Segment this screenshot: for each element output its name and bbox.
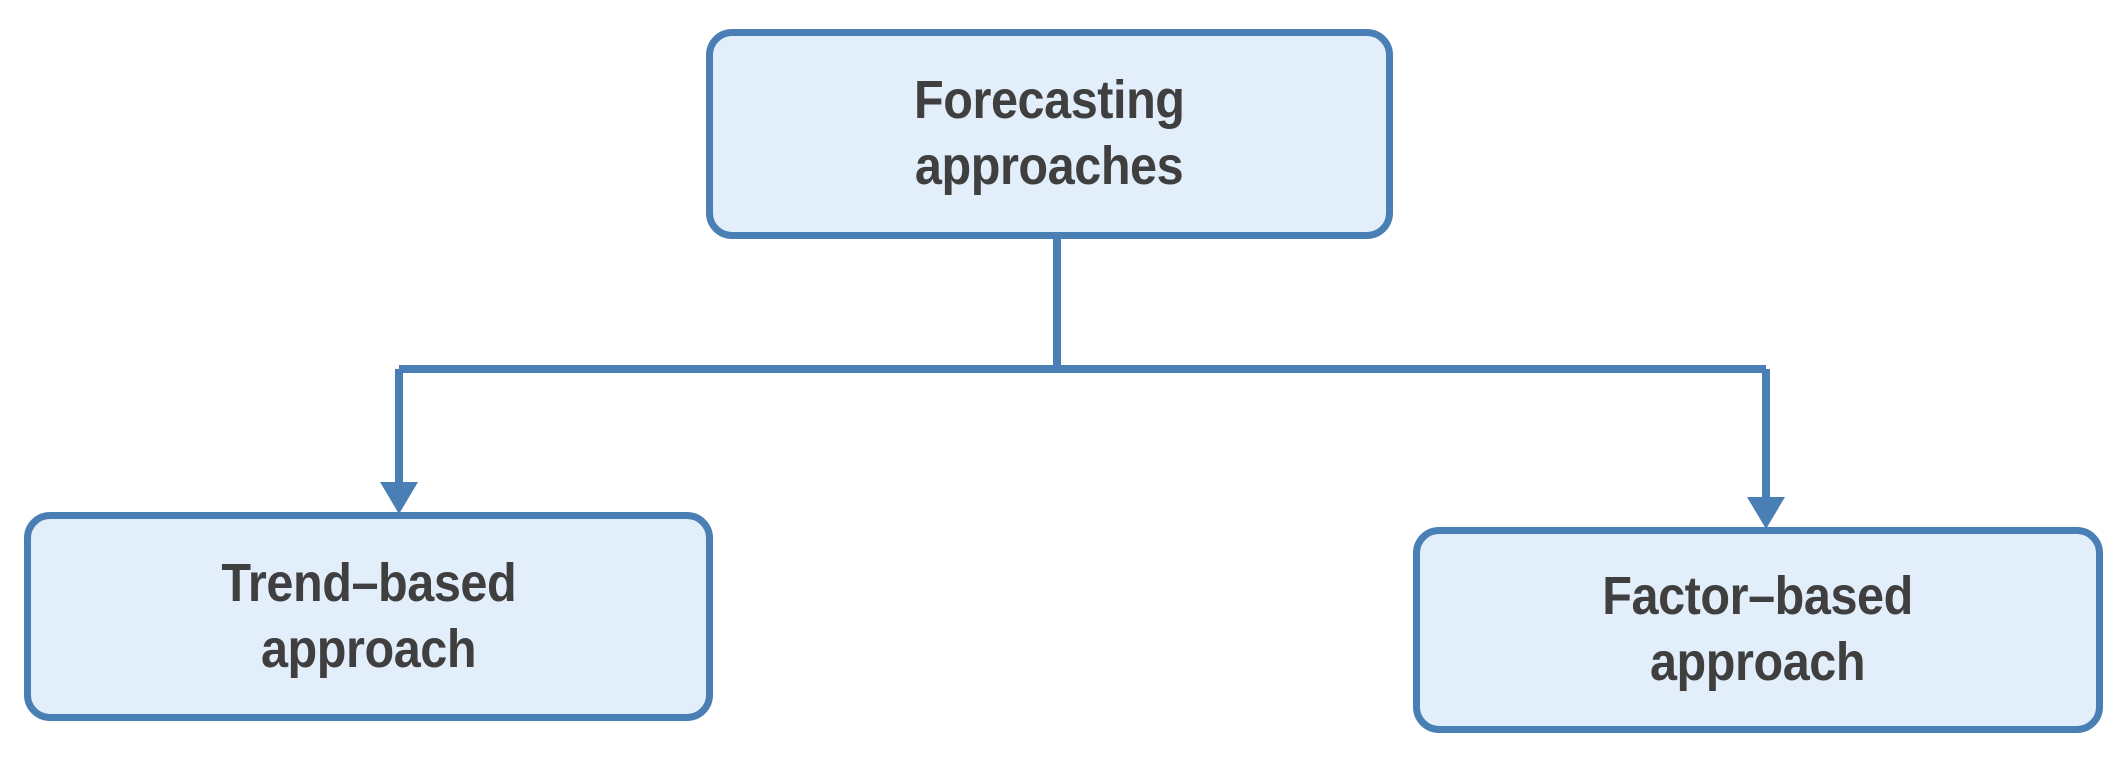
node-trend-based-approach-line1: Trend–based bbox=[221, 552, 516, 613]
node-forecasting-approaches[interactable]: Forecasting approaches bbox=[706, 29, 1393, 239]
node-factor-based-approach-line1: Factor–based bbox=[1602, 566, 1914, 627]
arrowhead-right-icon bbox=[1747, 497, 1785, 529]
arrowhead-left-icon bbox=[380, 482, 418, 514]
node-forecasting-approaches-line2: approaches bbox=[915, 136, 1184, 196]
node-forecasting-approaches-line1: Forecasting bbox=[914, 70, 1185, 131]
node-trend-based-approach[interactable]: Trend–based approach bbox=[24, 512, 713, 721]
node-factor-based-approach-line2: approach bbox=[1650, 632, 1866, 692]
node-trend-based-approach-line2: approach bbox=[260, 618, 477, 679]
node-factor-based-approach[interactable]: Factor–based approach bbox=[1413, 527, 2103, 733]
